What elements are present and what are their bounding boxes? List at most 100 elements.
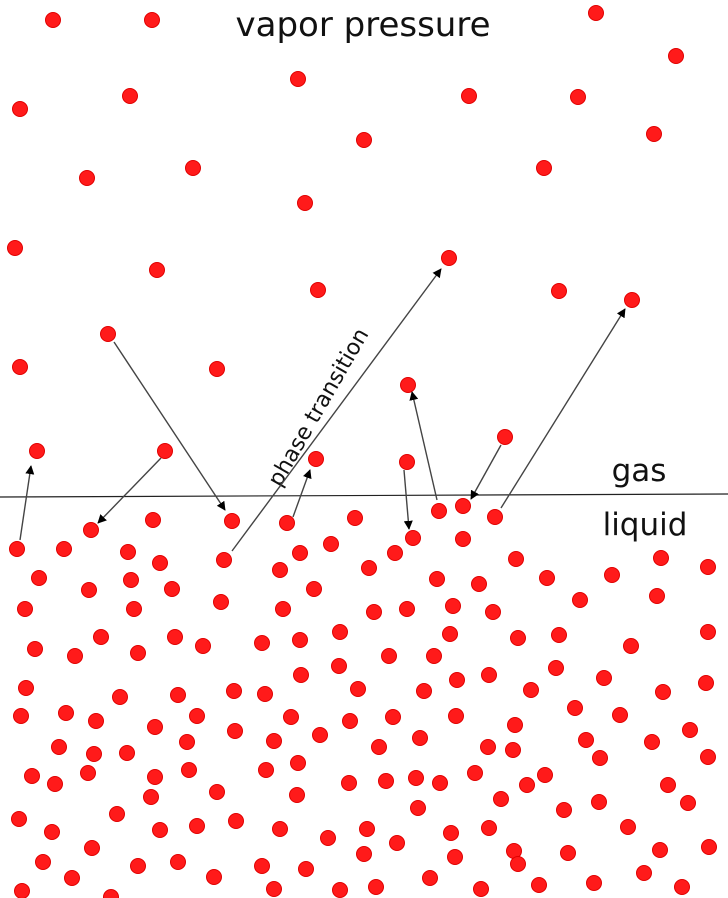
liquid-particle: [123, 572, 139, 588]
liquid-particle: [682, 722, 698, 738]
liquid-particle: [228, 813, 244, 829]
liquid-particle: [653, 550, 669, 566]
transition-arrow: [113, 341, 226, 511]
liquid-particle: [410, 800, 426, 816]
liquid-particle: [80, 765, 96, 781]
liquid-particle: [64, 870, 80, 886]
liquid-particle: [531, 877, 547, 893]
transition-arrow: [19, 465, 35, 541]
liquid-particle: [431, 503, 447, 519]
liquid-particle: [350, 681, 366, 697]
liquid-particle: [371, 739, 387, 755]
liquid-particle: [292, 545, 308, 561]
liquid-particle: [213, 594, 229, 610]
liquid-particle: [359, 821, 375, 837]
liquid-particle: [35, 854, 51, 870]
liquid-particle: [143, 789, 159, 805]
liquid-particle: [519, 777, 535, 793]
liquid-particle: [306, 581, 322, 597]
liquid-particle: [505, 742, 521, 758]
liquid-particle: [164, 581, 180, 597]
liquid-particle: [332, 624, 348, 640]
liquid-particle: [254, 858, 270, 874]
liquid-particle: [548, 660, 564, 676]
liquid-particle: [408, 770, 424, 786]
liquid-particle: [18, 680, 34, 696]
liquid-particle: [189, 708, 205, 724]
liquid-particle: [67, 648, 83, 664]
liquid-particle: [510, 856, 526, 872]
gas-particle: [29, 443, 45, 459]
liquid-particle: [701, 839, 717, 855]
liquid-particle: [442, 626, 458, 642]
liquid-particle: [700, 559, 716, 575]
liquid-particle: [471, 576, 487, 592]
liquid-particle: [636, 865, 652, 881]
liquid-particle: [698, 675, 714, 691]
liquid-particle: [612, 707, 628, 723]
liquid-particle: [88, 713, 104, 729]
liquid-particle: [399, 601, 415, 617]
liquid-particle: [266, 733, 282, 749]
liquid-particle: [644, 734, 660, 750]
liquid-particle: [331, 658, 347, 674]
liquid-particle: [47, 776, 63, 792]
liquid-particle: [17, 601, 33, 617]
liquid-particle: [481, 667, 497, 683]
liquid-label: liquid: [603, 507, 688, 543]
liquid-particle: [378, 773, 394, 789]
liquid-particle: [387, 545, 403, 561]
liquid-particle: [51, 739, 67, 755]
liquid-particle: [93, 629, 109, 645]
liquid-particle: [126, 601, 142, 617]
liquid-particle: [578, 732, 594, 748]
gas-particle: [149, 262, 165, 278]
gas-particle: [570, 89, 586, 105]
gas-particle: [100, 326, 116, 342]
liquid-particle: [81, 582, 97, 598]
liquid-particle: [227, 723, 243, 739]
liquid-particle: [341, 775, 357, 791]
liquid-particle: [674, 879, 690, 895]
liquid-particle: [572, 592, 588, 608]
liquid-particle: [660, 777, 676, 793]
transition-arrow: [231, 268, 442, 552]
liquid-particle: [361, 560, 377, 576]
transition-arrow: [403, 469, 413, 530]
liquid-particle: [493, 791, 509, 807]
transition-arrow: [292, 469, 312, 518]
liquid-particle: [347, 510, 363, 526]
liquid-particle: [152, 555, 168, 571]
liquid-particle: [31, 570, 47, 586]
liquid-particle: [596, 670, 612, 686]
gas-particle: [7, 240, 23, 256]
liquid-particle: [485, 604, 501, 620]
liquid-particle: [323, 536, 339, 552]
liquid-particle: [567, 700, 583, 716]
liquid-particle: [604, 567, 620, 583]
liquid-particle: [290, 755, 306, 771]
liquid-particle: [27, 641, 43, 657]
liquid-particle: [537, 767, 553, 783]
liquid-particle: [83, 522, 99, 538]
liquid-particle: [623, 638, 639, 654]
liquid-particle: [283, 709, 299, 725]
gas-particle: [185, 160, 201, 176]
particles: [7, 5, 717, 898]
liquid-particle: [170, 854, 186, 870]
liquid-particle: [179, 734, 195, 750]
gas-label: gas: [612, 453, 667, 489]
liquid-particle: [356, 846, 372, 862]
liquid-particle: [416, 683, 432, 699]
liquid-particle: [147, 719, 163, 735]
liquid-particle: [426, 648, 442, 664]
gas-particle: [12, 359, 28, 375]
diagram-title: vapor pressure: [236, 5, 491, 45]
liquid-particle: [655, 684, 671, 700]
liquid-particle: [649, 588, 665, 604]
liquid-particle: [447, 849, 463, 865]
liquid-particle: [254, 635, 270, 651]
liquid-particle: [119, 745, 135, 761]
gas-particle: [12, 101, 28, 117]
liquid-particle: [332, 882, 348, 898]
